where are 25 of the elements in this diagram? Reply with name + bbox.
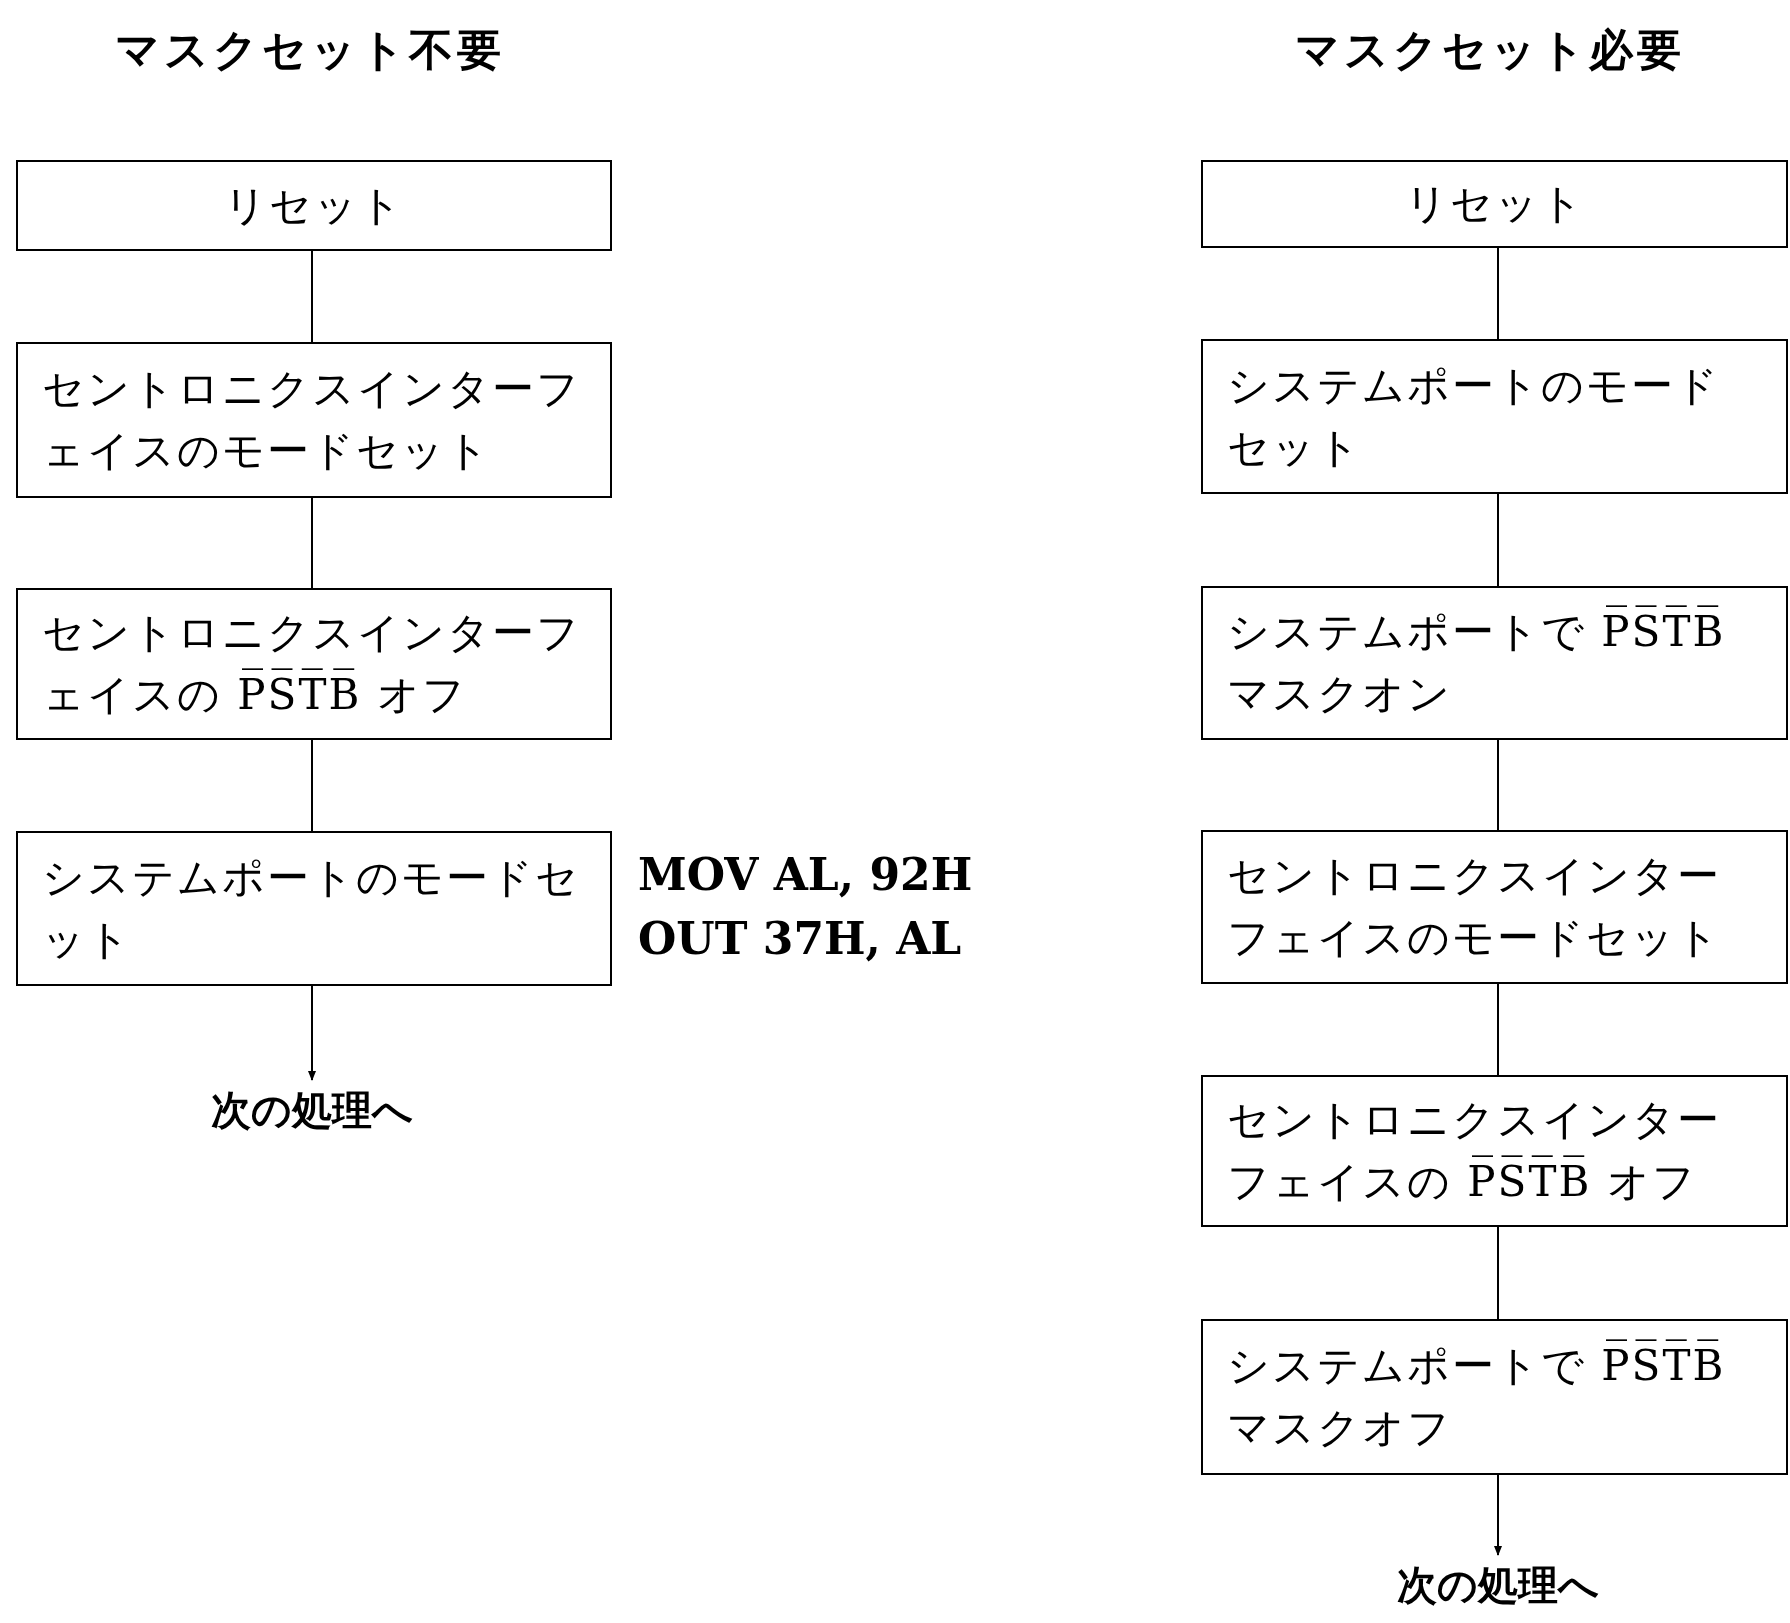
- process-box: システムポートで P̅S̅T̅B̅ マスクオフ: [1201, 1319, 1788, 1475]
- process-box: システムポートで P̅S̅T̅B̅ マスクオン: [1201, 586, 1788, 740]
- arrow: [308, 985, 316, 1081]
- flow-end-text: 次の処理へ: [172, 1080, 452, 1140]
- connector-line: [311, 497, 313, 589]
- process-box: システムポートのモードセット: [1201, 339, 1788, 494]
- column-heading: マスクセット不要: [114, 23, 506, 77]
- connector-line: [1497, 983, 1499, 1076]
- connector-line: [311, 739, 313, 832]
- connector-line: [1497, 1226, 1499, 1320]
- flow-end-text: 次の処理へ: [1358, 1555, 1638, 1615]
- process-box: リセット: [16, 160, 612, 251]
- connector-line: [311, 250, 313, 343]
- process-box: リセット: [1201, 160, 1788, 248]
- connector-line: [1497, 247, 1499, 340]
- arrow: [1494, 1474, 1502, 1556]
- process-box: セントロニクスインターフェイスのモードセット: [16, 342, 612, 498]
- assembly-code-line: OUT 37H, AL: [638, 912, 963, 966]
- connector-line: [1497, 739, 1499, 831]
- process-box: セントロニクスインターフェイスの P̅S̅T̅B̅ オフ: [1201, 1075, 1788, 1227]
- process-box: セントロニクスインターフェイスの P̅S̅T̅B̅ オフ: [16, 588, 612, 740]
- assembly-code-line: MOV AL, 92H: [638, 848, 974, 902]
- connector-line: [1497, 493, 1499, 587]
- column-heading: マスクセット必要: [1294, 23, 1686, 77]
- process-box: セントロニクスインターフェイスのモードセット: [1201, 830, 1788, 984]
